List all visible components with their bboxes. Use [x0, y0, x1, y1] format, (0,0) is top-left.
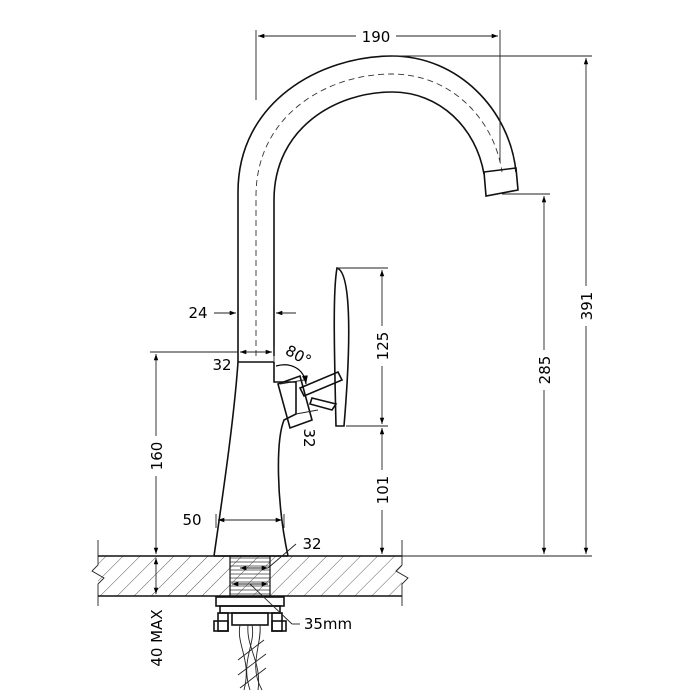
dim-base-offset: 32 [240, 535, 322, 571]
dim-label-50: 50 [182, 511, 201, 529]
dim-spout-reach: 190 [255, 26, 501, 162]
dim-label-32-handle: 32 [300, 428, 318, 447]
dim-body-top-width: 32 [212, 346, 275, 374]
dim-label-285: 285 [536, 356, 554, 385]
dim-body-base-width: 50 [182, 511, 285, 529]
dim-label-80-deg: 80° [282, 341, 314, 369]
dim-label-125: 125 [374, 332, 392, 361]
dim-handle-angle: 80° [282, 341, 314, 369]
mounting-nut [213, 596, 287, 632]
dim-total-height: 391 [392, 55, 596, 557]
dim-counter-thickness: 40 MAX [148, 558, 166, 667]
dim-label-160: 160 [148, 442, 166, 471]
dim-label-24: 24 [188, 304, 207, 322]
dim-label-391: 391 [578, 292, 596, 321]
dim-label-35mm: 35mm [304, 615, 352, 633]
dim-tube-diameter: 24 [188, 304, 296, 322]
dim-handle-base: 101 [372, 428, 392, 554]
dim-handle-depth: 32 [279, 379, 319, 448]
threaded-shank [229, 555, 271, 597]
spout [237, 55, 519, 362]
dim-body-height: 160 [146, 351, 238, 554]
supply-hoses [237, 624, 267, 691]
dim-handle-height: 125 [338, 267, 392, 427]
dim-label-101: 101 [374, 476, 392, 505]
dim-label-40-max: 40 MAX [148, 609, 166, 666]
dim-label-32-top: 32 [212, 356, 231, 374]
dim-thread-diameter: 35mm [232, 581, 352, 633]
dim-outlet-height: 285 [502, 193, 554, 554]
lever-handle [275, 266, 350, 430]
dim-label-32-base: 32 [302, 535, 321, 553]
dim-label-190: 190 [362, 28, 391, 46]
